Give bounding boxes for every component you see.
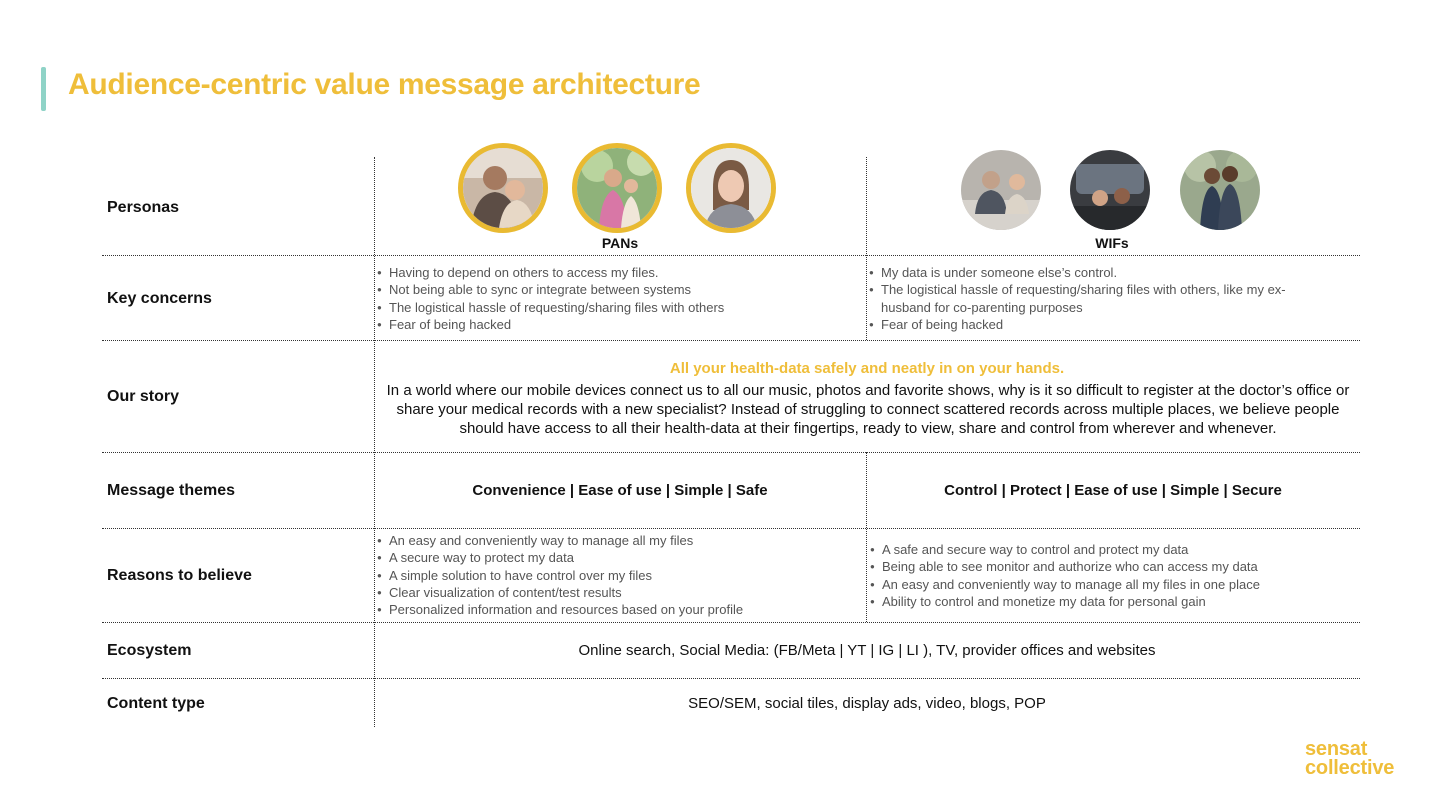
logo-line-1: sensat [1305,738,1368,760]
row-label-our-story: Our story [107,388,180,405]
persona-pan-avatar-2 [572,143,662,233]
row-divider [102,340,1360,341]
message-themes-wifs: Control | Protect | Ease of use | Simple… [944,482,1282,499]
list-item: Fear of being hacked [377,316,862,334]
list-item: A simple solution to have control over m… [377,567,862,585]
persona-pan-avatar-3 [686,143,776,233]
ecosystem-text: Online search, Social Media: (FB/Meta | … [578,642,1156,659]
content-type-text: SEO/SEM, social tiles, display ads, vide… [688,695,1046,712]
row-label-key-concerns: Key concerns [107,290,212,307]
page-title: Audience-centric value message architect… [68,68,701,101]
key-concerns-pans-list: Having to depend on others to access my … [377,264,862,333]
list-item: The logistical hassle of requesting/shar… [377,299,862,317]
list-item: Clear visualization of content/test resu… [377,584,862,602]
row-label-message-themes: Message themes [107,482,236,499]
message-architecture-table: Personas Key concerns Our story Message … [102,143,1360,727]
list-item: An easy and conveniently way to manage a… [870,576,1350,594]
column-divider [374,157,375,727]
row-divider [102,255,1360,256]
row-divider [102,678,1360,679]
list-item: Ability to control and monetize my data … [870,593,1350,611]
list-item: Being able to see monitor and authorize … [870,558,1350,576]
persona-group-wifs-label: WIFs [1095,235,1129,251]
list-item: Having to depend on others to access my … [377,264,862,282]
list-item: Fear of being hacked [869,316,1319,334]
list-item: A secure way to protect my data [377,549,862,567]
reasons-pans-list: An easy and conveniently way to manage a… [377,532,862,619]
list-item: The logistical hassle of requesting/shar… [869,281,1319,316]
story-body: In a world where our mobile devices conn… [386,382,1350,437]
logo-line-2: collective [1305,757,1395,779]
list-item: Not being able to sync or integrate betw… [377,281,862,299]
message-themes-pans: Convenience | Ease of use | Simple | Saf… [472,482,768,499]
title-accent-bar [41,67,46,111]
story-headline: All your health-data safely and neatly i… [669,360,1065,377]
sensat-collective-logo: sensat collective [1305,738,1395,779]
row-divider [102,622,1360,623]
list-item: A safe and secure way to control and pro… [870,541,1350,559]
persona-wif-avatar-1 [961,150,1041,230]
persona-wif-avatar-3 [1180,150,1260,230]
persona-group-pans-label: PANs [601,235,639,251]
key-concerns-wifs-list: My data is under someone else’s control.… [869,264,1319,333]
row-label-content-type: Content type [107,695,205,712]
row-label-ecosystem: Ecosystem [107,642,192,659]
column-divider [866,157,867,340]
column-divider [866,452,867,622]
list-item: Personalized information and resources b… [377,601,862,619]
persona-wif-avatar-2 [1070,150,1150,230]
list-item: My data is under someone else’s control. [869,264,1319,282]
row-label-personas: Personas [107,199,180,216]
row-divider [102,452,1360,453]
persona-pan-avatar-1 [458,143,548,233]
row-label-reasons-to-believe: Reasons to believe [107,567,252,584]
row-divider [102,528,1360,529]
reasons-wifs-list: A safe and secure way to control and pro… [870,541,1350,610]
list-item: An easy and conveniently way to manage a… [377,532,862,550]
